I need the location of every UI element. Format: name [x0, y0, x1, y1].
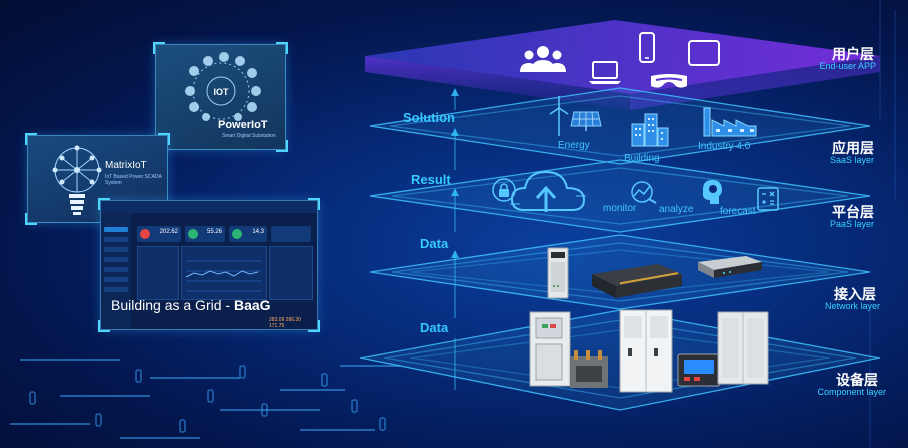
kpi-value: 202.62 [159, 229, 178, 235]
laptop-icon [589, 61, 621, 84]
iot-bulb-icon: IOT [185, 52, 261, 121]
kpi-icon [188, 229, 198, 239]
dashboard-side-item[interactable] [104, 227, 128, 232]
users-icon [520, 46, 566, 72]
vr-headset-icon [651, 74, 687, 88]
kpi-value: 55.26 [206, 229, 222, 235]
factory-icon [703, 107, 757, 137]
card-corner [98, 198, 110, 210]
platform-node-forecast: forecast [720, 206, 756, 217]
card-corner [25, 213, 37, 225]
buildings-icon [631, 113, 669, 147]
kpi-tile: 14.3 [229, 226, 267, 242]
flow-label-solution: Solution [403, 110, 455, 125]
baag-caption-bold: BaaG [233, 297, 271, 313]
matrixiot-subtitle: IoT Based Power SCADA System [105, 174, 162, 186]
dashboard-sidebar [101, 213, 131, 329]
dashboard-side-item[interactable] [104, 257, 128, 262]
card-corner [276, 42, 288, 54]
poweriot-title: PowerIoT [218, 119, 268, 131]
gateway-device-icon [547, 247, 569, 299]
card-corner [276, 140, 288, 152]
layer-paas-en: PaaS layer [829, 219, 874, 229]
kpi-icon [140, 229, 150, 239]
dashboard-line-chart [185, 260, 262, 292]
calculator-icon [757, 187, 779, 211]
matrixiot-title: MatrixIoT [105, 160, 147, 171]
io-module-icon [592, 264, 682, 298]
brain-gear-icon [702, 180, 722, 204]
dashboard-footer-value: 283.09 286.30 171.75 [269, 317, 301, 329]
baag-caption-prefix: Building as a Grid - [111, 297, 234, 313]
card-corner [98, 320, 110, 332]
flow-label-data-upper: Data [420, 236, 449, 251]
dashboard-side-item[interactable] [104, 237, 128, 242]
dashboard-side-item[interactable] [104, 247, 128, 252]
layer-paas-cn: 平台层 [832, 204, 874, 220]
platform-node-analyze: analyze [659, 204, 694, 215]
baag-dashboard-card[interactable]: 202.62 55.26 14.3 283.09 286.30 171.75 B… [98, 198, 320, 332]
flow-label-result: Result [411, 172, 451, 187]
phone-icon [639, 32, 655, 63]
app-node-building: Building [624, 153, 660, 164]
dashboard-list-panel [137, 246, 179, 300]
dashboard-side-item[interactable] [104, 277, 128, 282]
tablet-icon [688, 40, 720, 66]
kpi-tile: 55.26 [185, 226, 225, 242]
layer-network-en: Network layer [824, 301, 880, 311]
line-chart-icon [631, 181, 657, 204]
dashboard-side-item[interactable] [104, 287, 128, 292]
card-corner [153, 42, 165, 54]
card-corner [25, 133, 37, 145]
layer-component-en: Component layer [817, 387, 886, 397]
layer-saas-cn: 应用层 [832, 140, 874, 156]
baag-caption: Building as a Grid - BaaG [111, 297, 271, 313]
kpi-icon [232, 229, 242, 239]
app-node-energy: Energy [558, 140, 590, 151]
flow-label-data-lower: Data [420, 320, 449, 335]
cloud-upload-icon [510, 170, 586, 212]
layer-network-cn: 接入层 [834, 286, 876, 302]
dashboard-side-item[interactable] [104, 267, 128, 272]
layer-user-cn: 用户层 [832, 46, 874, 62]
circuit-breaker-icon [570, 350, 608, 388]
dashboard-status-panel [269, 246, 313, 300]
app-node-industry: Industry 4.0 [698, 141, 751, 152]
switchgear-cabinet-icon [529, 311, 571, 387]
kpi-tile: 202.62 [137, 226, 181, 242]
platform-node-monitor: monitor [603, 203, 637, 214]
card-corner [308, 198, 320, 210]
server-rack-icon [698, 256, 762, 278]
dashboard-chart-panel [181, 246, 267, 300]
wind-turbine-icon [549, 96, 569, 136]
dashboard-topbar [101, 201, 317, 213]
poweriot-subtitle: Smart Digital Substation [222, 133, 276, 139]
control-cabinet-icon [717, 311, 769, 385]
kpi-tile [271, 226, 311, 242]
lightbulb-network-icon [52, 145, 102, 215]
kpi-value: 14.3 [252, 229, 264, 235]
card-corner [308, 320, 320, 332]
distribution-panel-icon [619, 309, 673, 393]
layer-user-en: End-user APP [819, 61, 876, 71]
svg-text:IOT: IOT [214, 87, 230, 97]
solar-panel-icon [570, 111, 602, 131]
layer-saas-en: SaaS layer [829, 155, 874, 165]
layer-component-cn: 设备层 [836, 372, 878, 388]
poweriot-card[interactable]: IOT PowerIoT Smart Digital Substation [153, 42, 288, 152]
card-corner [158, 133, 170, 145]
